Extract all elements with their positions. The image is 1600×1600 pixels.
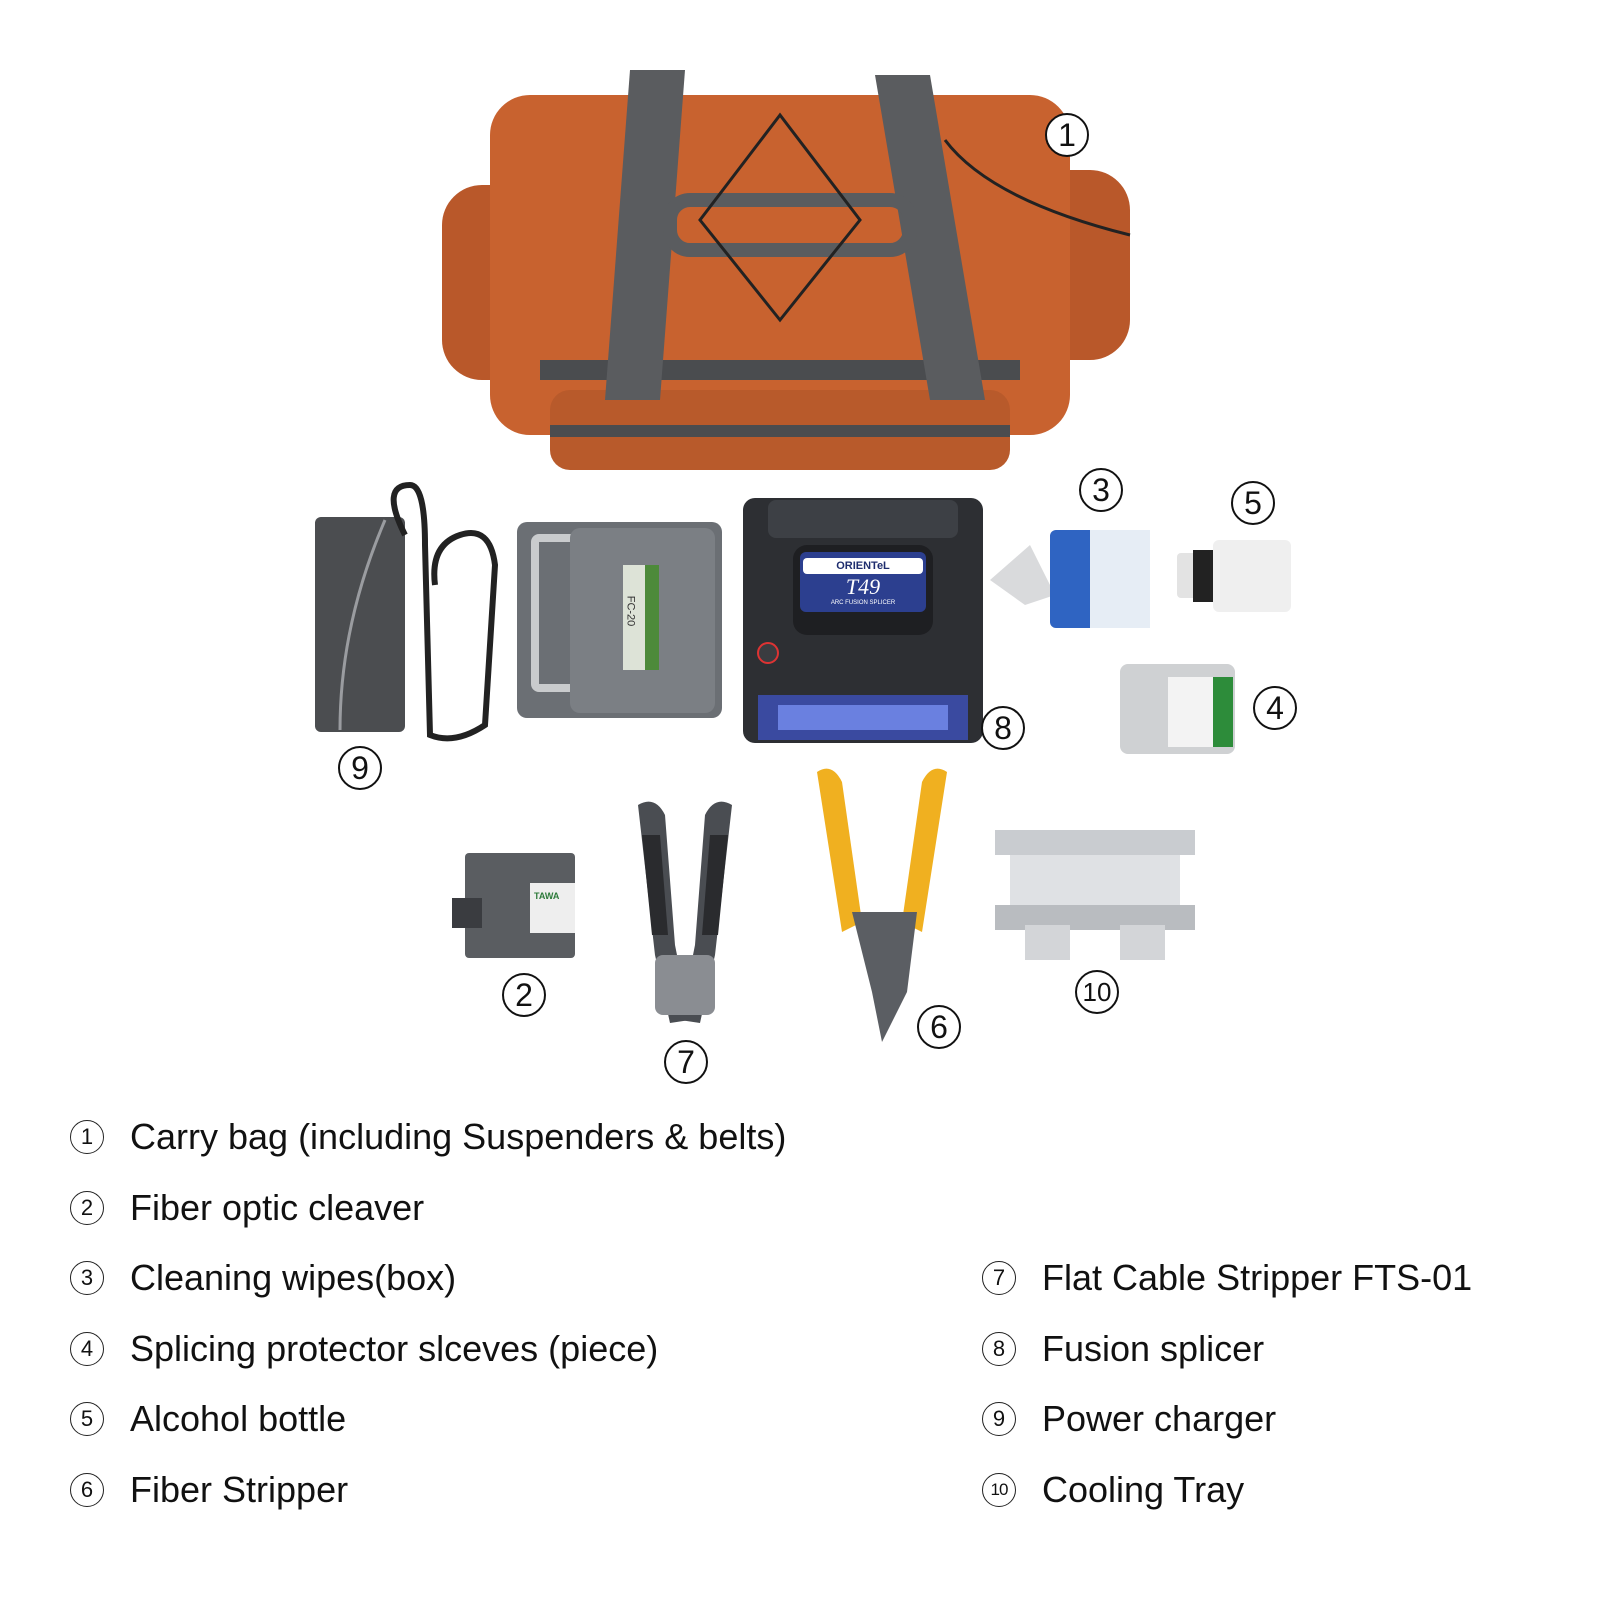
carry-bag-image	[430, 60, 1150, 480]
callout-alcohol: 5	[1231, 481, 1275, 525]
cleaver-case-label: FC-20	[624, 595, 637, 627]
callout-fiber-stripper: 6	[917, 1005, 961, 1049]
legend-number: 9	[982, 1402, 1016, 1436]
fiber-cleaver-image: TAWA	[450, 843, 580, 961]
legend-number: 4	[70, 1332, 104, 1366]
callout-bag: 1	[1045, 113, 1089, 157]
legend-text: Flat Cable Stripper FTS-01	[1042, 1257, 1473, 1298]
callout-cleaver: 2	[502, 973, 546, 1017]
legend-item: 3 Cleaning wipes(box)	[70, 1253, 456, 1303]
splicer-model: T49	[845, 574, 881, 599]
alcohol-bottle-image	[1175, 538, 1293, 614]
callout-sleeves: 4	[1253, 686, 1297, 730]
fusion-splicer-image: ORIENTeL T49 ARC FUSION SPLICER	[738, 490, 988, 750]
legend-item: 1 Carry bag (including Suspenders & belts…	[70, 1112, 786, 1162]
legend-text: Carry bag (including Suspenders & belts)	[130, 1116, 787, 1157]
cooling-tray-image	[990, 825, 1200, 965]
cleaver-brand-label: TAWA	[534, 891, 560, 901]
legend-text: Cooling Tray	[1042, 1469, 1245, 1510]
callout-charger: 9	[338, 746, 382, 790]
callout-flat-stripper: 7	[664, 1040, 708, 1084]
legend-item: 10 Cooling Tray	[982, 1465, 1244, 1515]
legend-text: Fiber Stripper	[130, 1469, 349, 1510]
cleaning-wipes-image	[985, 525, 1155, 630]
fiber-stripper-image	[812, 762, 957, 1052]
protector-sleeves-image	[1118, 662, 1238, 757]
legend-item: 9 Power charger	[982, 1394, 1276, 1444]
cleaver-case-image: FC-20	[515, 520, 725, 722]
legend-number: 2	[70, 1191, 104, 1225]
legend-item: 8 Fusion splicer	[982, 1324, 1264, 1374]
legend-number: 8	[982, 1332, 1016, 1366]
legend-item: 4 Splicing protector slceves (piece)	[70, 1324, 658, 1374]
legend-text: Alcohol bottle	[130, 1398, 347, 1439]
power-charger-image	[310, 475, 510, 750]
callout-wipes: 3	[1079, 468, 1123, 512]
splicer-subtitle: ARC FUSION SPLICER	[830, 600, 896, 606]
legend-number: 5	[70, 1402, 104, 1436]
legend-text: Splicing protector slceves (piece)	[130, 1328, 659, 1369]
legend-number: 3	[70, 1261, 104, 1295]
legend-number: 1	[70, 1120, 104, 1154]
legend-item: 2 Fiber optic cleaver	[70, 1183, 424, 1233]
legend-number: 10	[982, 1473, 1016, 1507]
legend-text: Power charger	[1042, 1398, 1277, 1439]
callout-splicer: 8	[981, 706, 1025, 750]
legend-number: 6	[70, 1473, 104, 1507]
legend-text: Cleaning wipes(box)	[130, 1257, 457, 1298]
legend-text: Fiber optic cleaver	[130, 1187, 425, 1228]
callout-tray: 10	[1075, 970, 1119, 1014]
legend-item: 5 Alcohol bottle	[70, 1394, 346, 1444]
legend-text: Fusion splicer	[1042, 1328, 1265, 1369]
legend-item: 7 Flat Cable Stripper FTS-01	[982, 1253, 1472, 1303]
flat-cable-stripper-image	[630, 795, 740, 1030]
legend-item: 6 Fiber Stripper	[70, 1465, 348, 1515]
splicer-brand-logo: ORIENTeL	[803, 558, 923, 574]
legend-number: 7	[982, 1261, 1016, 1295]
